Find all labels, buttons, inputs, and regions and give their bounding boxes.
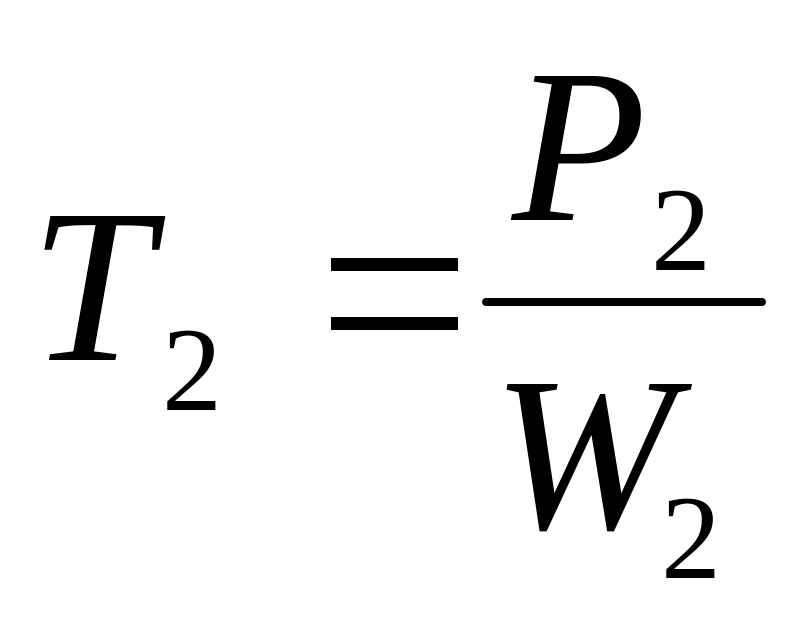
equals-sign [331,258,458,330]
lhs-term: T 2 [30,164,222,436]
denominator-symbol: W [492,332,692,576]
lhs-subscript: 2 [162,303,222,436]
lhs-symbol: T [30,164,166,408]
denominator: W 2 [492,332,721,604]
equals-bar-top [331,258,458,271]
numerator: P 2 [510,24,711,296]
fraction: P 2 W 2 [482,24,766,604]
denominator-subscript: 2 [661,471,721,604]
numerator-subscript: 2 [651,163,711,296]
equals-bar-bottom [331,317,458,330]
numerator-symbol: P [510,24,646,268]
